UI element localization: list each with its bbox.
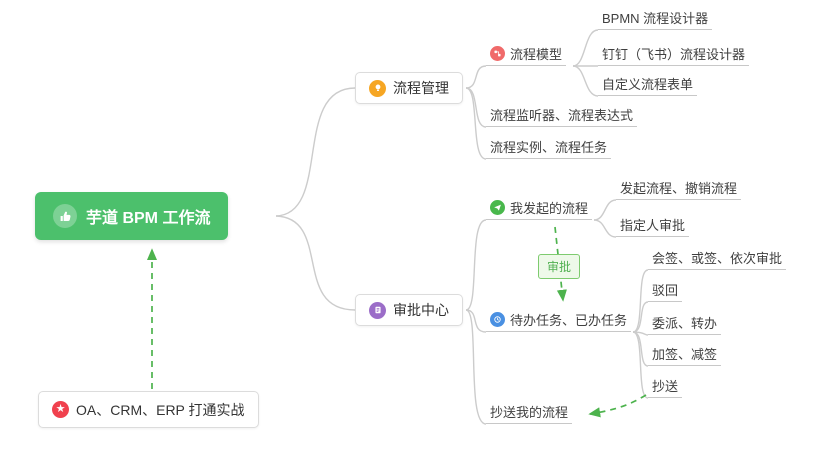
link-mystarted-assignee (593, 219, 617, 238)
node-add-remove-sign[interactable]: 加签、减签 (648, 342, 722, 366)
countersign-label: 会签、或签、依次审批 (652, 251, 783, 266)
link-root-process (275, 87, 356, 217)
approval-center-label: 审批中心 (393, 302, 449, 318)
link-approval-mystarted (465, 219, 487, 311)
link-process-model (465, 65, 487, 89)
node-reject[interactable]: 驳回 (648, 278, 683, 302)
note-label: OA、CRM、ERP 打通实战 (76, 401, 245, 418)
process-model-label: 流程模型 (510, 47, 563, 62)
node-dingtalk-designer[interactable]: 钉钉（飞书）流程设计器 (598, 42, 750, 66)
link-process-instance (465, 87, 487, 160)
bpmn-designer-label: BPMN 流程设计器 (602, 11, 709, 26)
link-todo-reject (632, 301, 649, 333)
link-root-approval (275, 215, 356, 311)
my-started-flows-label: 我发起的流程 (510, 201, 589, 216)
link-approval-ccme (465, 309, 487, 425)
workflow-icon (490, 46, 505, 61)
link-todo-countersign (632, 269, 649, 333)
link-model-customform (572, 65, 599, 97)
root-node[interactable]: 芋道 BPM 工作流 (35, 192, 229, 240)
custom-form-label: 自定义流程表单 (602, 77, 694, 92)
assignee-approval-label: 指定人审批 (620, 218, 686, 233)
node-countersign[interactable]: 会签、或签、依次审批 (648, 246, 787, 270)
node-cc-my-flows[interactable]: 抄送我的流程 (486, 400, 573, 424)
todo-done-tasks-label: 待办任务、已办任务 (510, 313, 628, 328)
approve-tag-label: 审批 (547, 260, 572, 274)
node-process-model[interactable]: 流程模型 (486, 42, 567, 66)
bulb-icon (369, 79, 386, 97)
process-management-label: 流程管理 (393, 80, 449, 96)
star-icon: ★ (52, 401, 69, 418)
paper-plane-icon (490, 200, 505, 215)
link-model-bpmn (572, 29, 599, 67)
cc-label: 抄送 (652, 379, 679, 394)
node-start-cancel-flow[interactable]: 发起流程、撤销流程 (616, 176, 742, 200)
document-icon (369, 301, 386, 319)
reject-label: 驳回 (652, 283, 679, 298)
node-assignee-approval[interactable]: 指定人审批 (616, 213, 690, 237)
clock-icon (490, 312, 505, 327)
add-remove-sign-label: 加签、减签 (652, 347, 718, 362)
node-process-instance[interactable]: 流程实例、流程任务 (486, 135, 612, 159)
node-bpmn-designer[interactable]: BPMN 流程设计器 (598, 6, 713, 30)
dingtalk-designer-label: 钉钉（飞书）流程设计器 (602, 47, 746, 62)
root-label: 芋道 BPM 工作流 (86, 210, 211, 227)
approve-tag: 审批 (538, 254, 581, 279)
link-process-listener (465, 87, 487, 128)
node-delegate-transfer[interactable]: 委派、转办 (648, 311, 722, 335)
node-custom-form[interactable]: 自定义流程表单 (598, 72, 698, 96)
node-my-started-flows[interactable]: 我发起的流程 (486, 196, 593, 220)
thumbs-up-icon (53, 204, 77, 228)
link-approval-todo (465, 309, 487, 333)
start-cancel-flow-label: 发起流程、撤销流程 (620, 181, 738, 196)
node-process-listener[interactable]: 流程监听器、流程表达式 (486, 103, 638, 127)
note-node[interactable]: ★ OA、CRM、ERP 打通实战 (38, 391, 259, 428)
process-instance-label: 流程实例、流程任务 (490, 140, 608, 155)
process-listener-label: 流程监听器、流程表达式 (490, 108, 634, 123)
node-approval-center[interactable]: 审批中心 (355, 294, 463, 326)
link-mystarted-startcancel (593, 199, 617, 221)
node-cc[interactable]: 抄送 (648, 374, 683, 398)
node-process-management[interactable]: 流程管理 (355, 72, 463, 104)
arrow-cc-to-ccme (588, 394, 647, 418)
delegate-transfer-label: 委派、转办 (652, 316, 718, 331)
cc-my-flows-label: 抄送我的流程 (490, 405, 569, 420)
node-todo-done-tasks[interactable]: 待办任务、已办任务 (486, 308, 632, 332)
